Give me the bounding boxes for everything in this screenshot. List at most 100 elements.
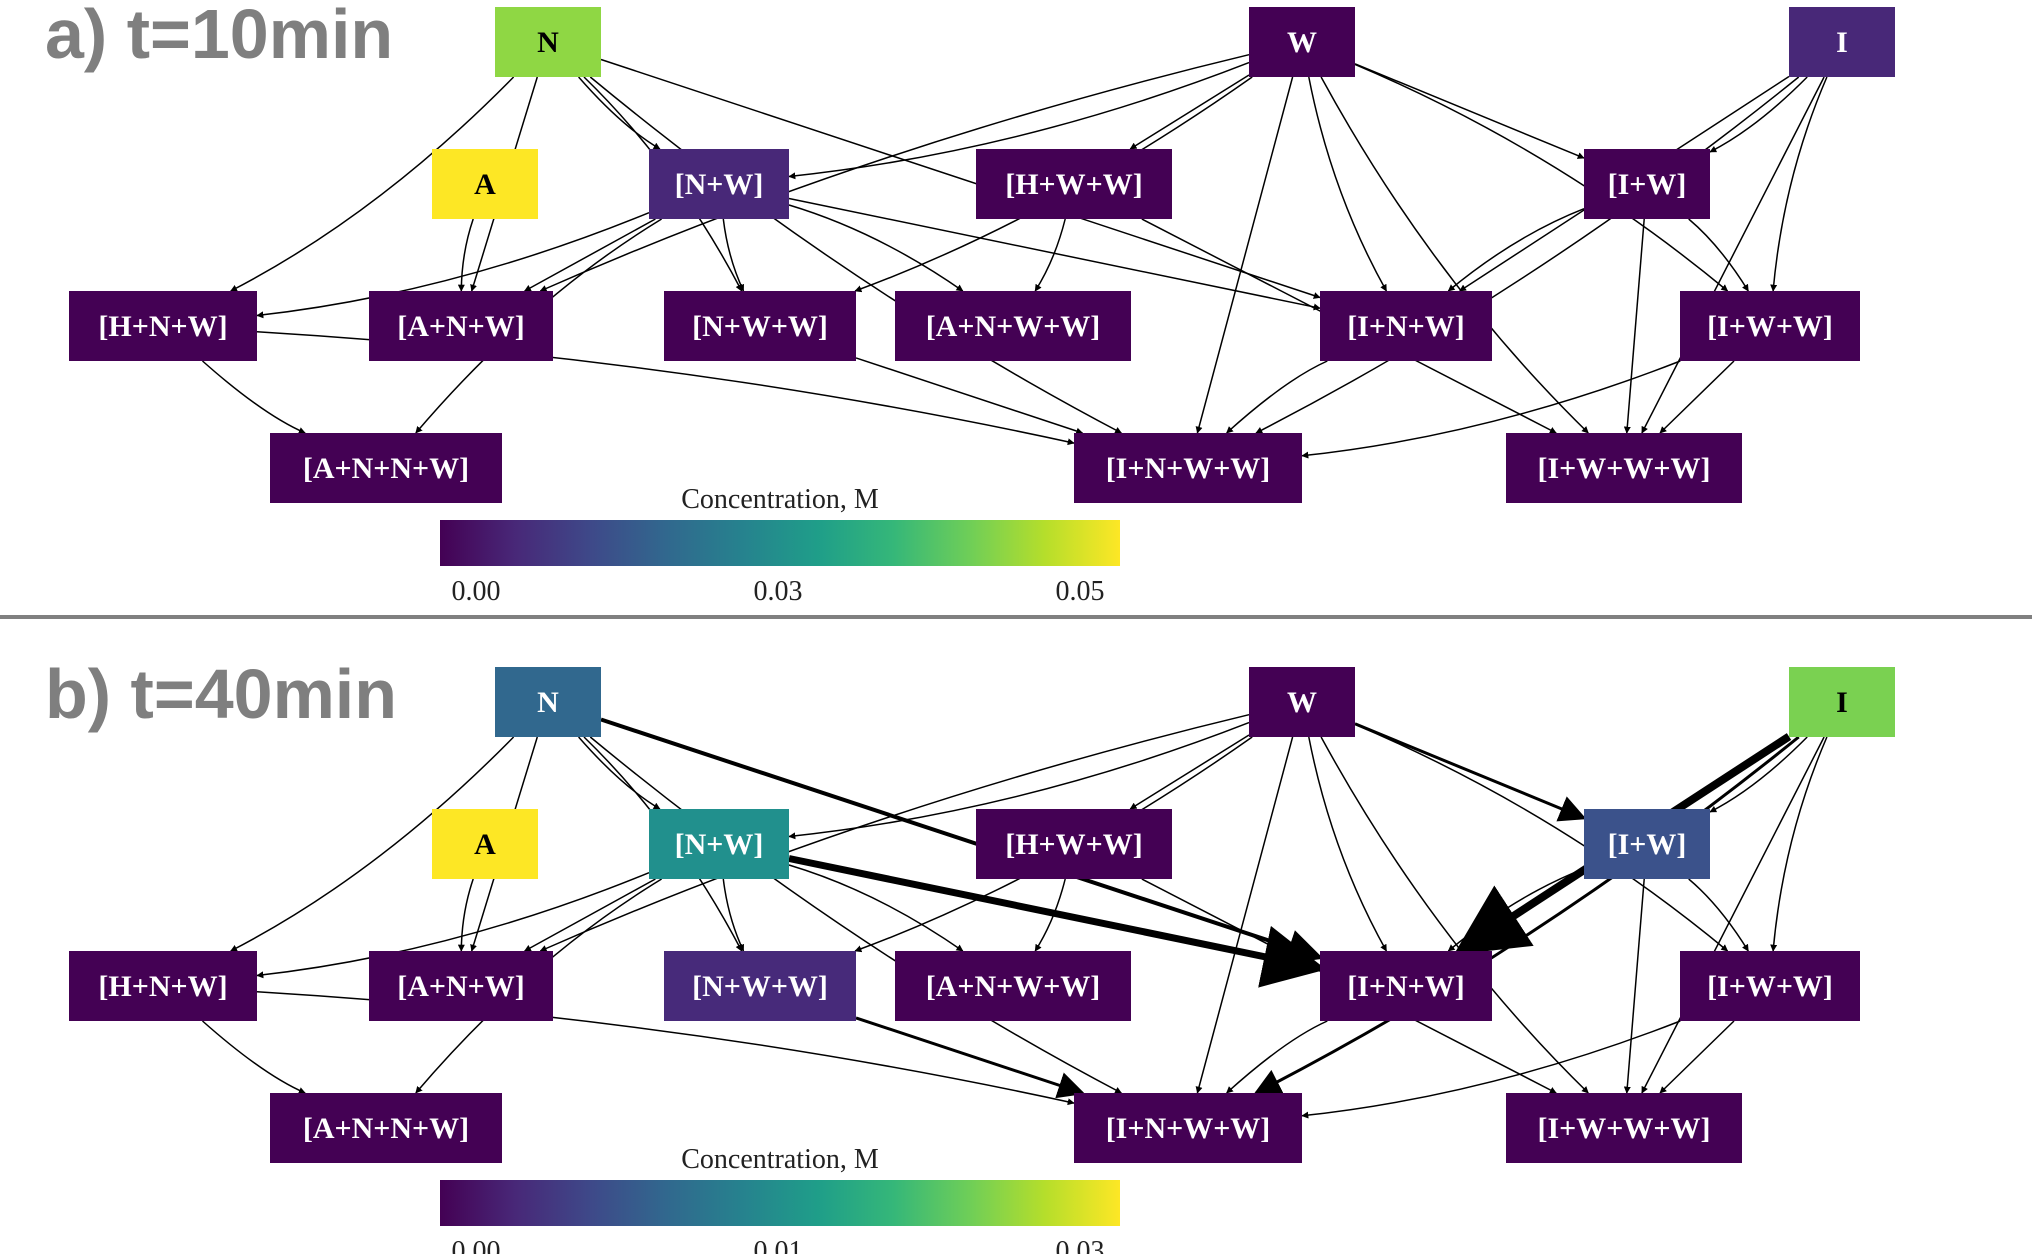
node-label: [I+W+W]: [1707, 310, 1833, 343]
node-label: [A+N+N+W]: [303, 1112, 469, 1145]
edge-n-w-to-i-n-w: [788, 855, 1327, 988]
node-box: [1584, 149, 1710, 219]
edges: [202, 53, 1828, 459]
edge-a-to-a-n-w: [457, 878, 474, 952]
node-i: I: [1789, 7, 1895, 77]
panel-label: a) t=10min: [45, 0, 393, 73]
node-i-w: [I+W]: [1584, 809, 1710, 879]
edge-h-n-w-to-a-n-n-w: [202, 1020, 306, 1094]
edge-w-to-i-w-w: [1354, 63, 1729, 292]
node-box: [69, 291, 257, 361]
edge-i-to-i-n-w-w: [1253, 735, 1800, 1095]
edge-n-w-to-a-n-w: [523, 878, 656, 952]
edge-h-w-w-to-a-n-w-w: [1034, 878, 1066, 952]
node-a: A: [432, 809, 538, 879]
edge-n-to-n-w: [578, 736, 661, 810]
colorbar-tick: 0.00: [452, 576, 501, 607]
edge-n-w-to-a-n-w-w: [788, 864, 964, 952]
edge-i-to-i-w-w-w: [1641, 76, 1825, 434]
colorbar-title: Concentration, M: [681, 484, 879, 515]
node-box: [1320, 951, 1492, 1021]
edge-w-to-i-w: [1354, 63, 1585, 159]
node-label: I: [1836, 26, 1848, 59]
node-label: [I+W+W]: [1707, 970, 1833, 1003]
node-label: I: [1836, 686, 1848, 719]
node-i: I: [1789, 667, 1895, 737]
edge-n-to-h-n-w: [230, 76, 515, 292]
edge-n-w-w-to-i-n-w-w: [855, 357, 1084, 435]
node-a-n-w-w: [A+N+W+W]: [895, 291, 1131, 361]
node-n-w: [N+W]: [649, 149, 789, 219]
node-label: [A+N+N+W]: [303, 452, 469, 485]
edge-n-to-i-n-w-w: [589, 736, 1123, 1094]
node-i-w-w: [I+W+W]: [1680, 291, 1860, 361]
node-label: W: [1287, 26, 1317, 59]
edge-n-w-to-n-w-w: [722, 218, 745, 292]
node-i-w-w: [I+W+W]: [1680, 951, 1860, 1021]
node-label: [I+N+W+W]: [1106, 452, 1271, 485]
edge-i-w-w-to-i-w-w-w: [1659, 1020, 1735, 1094]
edge-i-to-i-w-w: [1770, 736, 1828, 952]
node-n-w-w: [N+W+W]: [664, 291, 856, 361]
node-i-w-w-w: [I+W+W+W]: [1506, 1093, 1742, 1163]
node-label: A: [474, 828, 496, 861]
colorbar-tick: 0.01: [754, 1236, 803, 1254]
edge-i-w-to-i-w-w-w: [1623, 878, 1645, 1094]
node-a-n-n-w: [A+N+N+W]: [270, 1093, 502, 1163]
edge-i-n-w-to-i-n-w-w: [1226, 360, 1328, 434]
node-box: [270, 1093, 502, 1163]
node-a-n-w: [A+N+W]: [369, 291, 553, 361]
edge-n-w-to-a-n-w: [523, 218, 656, 292]
colorbar-tick: 0.05: [1056, 576, 1105, 607]
edge-w-to-i-w: [1354, 722, 1587, 822]
edge-n-to-i-n-w: [600, 58, 1321, 299]
edge-i-to-i-w: [1709, 76, 1808, 153]
edge-w-to-i-w-w-w: [1320, 76, 1589, 434]
node-label: [H+W+W]: [1005, 828, 1143, 861]
edge-n-to-i-n-w: [600, 717, 1324, 965]
edge-w-to-i-w-w: [1354, 723, 1729, 952]
node-box: [664, 951, 856, 1021]
edge-h-w-w-to-a-n-w-w: [1034, 218, 1066, 292]
edge-n-w-to-i-n-w: [788, 197, 1321, 311]
edge-n-w-to-h-n-w: [256, 212, 650, 319]
node-box: [432, 809, 538, 879]
node-label: [I+N+W]: [1347, 970, 1465, 1003]
colorbar-gradient: [440, 1180, 1120, 1226]
node-label: [I+W+W+W]: [1538, 452, 1711, 485]
edges: [202, 713, 1828, 1119]
node-i-n-w-w: [I+N+W+W]: [1074, 1093, 1302, 1163]
node-box: [1074, 1093, 1302, 1163]
node-box: [1584, 809, 1710, 879]
node-box: [649, 809, 789, 879]
node-w: W: [1249, 667, 1355, 737]
panel-label: b) t=40min: [45, 655, 397, 733]
node-label: [A+N+W+W]: [926, 970, 1101, 1003]
node-box: [895, 291, 1131, 361]
colorbar-title: Concentration, M: [681, 1144, 879, 1175]
node-n: N: [495, 667, 601, 737]
node-label: [H+N+W]: [98, 310, 227, 343]
node-box: [270, 433, 502, 503]
node-box: [1506, 1093, 1742, 1163]
edge-i-w-w-to-i-w-w-w: [1659, 360, 1735, 434]
colorbar-tick: 0.03: [754, 576, 803, 607]
node-label: [I+N+W]: [1347, 310, 1465, 343]
node-label: [I+W+W+W]: [1538, 1112, 1711, 1145]
edge-i-w-to-i-w-w: [1688, 878, 1749, 952]
node-box: [1506, 433, 1742, 503]
node-label: A: [474, 168, 496, 201]
edge-a-to-a-n-w: [457, 218, 474, 292]
node-box: [976, 149, 1172, 219]
node-label: [H+W+W]: [1005, 168, 1143, 201]
node-i-n-w-w: [I+N+W+W]: [1074, 433, 1302, 503]
edge-i-to-i-n-w-w: [1255, 76, 1800, 434]
node-a: A: [432, 149, 538, 219]
node-a-n-w: [A+N+W]: [369, 951, 553, 1021]
node-label: [I+W]: [1608, 828, 1687, 861]
node-box: [1789, 7, 1895, 77]
